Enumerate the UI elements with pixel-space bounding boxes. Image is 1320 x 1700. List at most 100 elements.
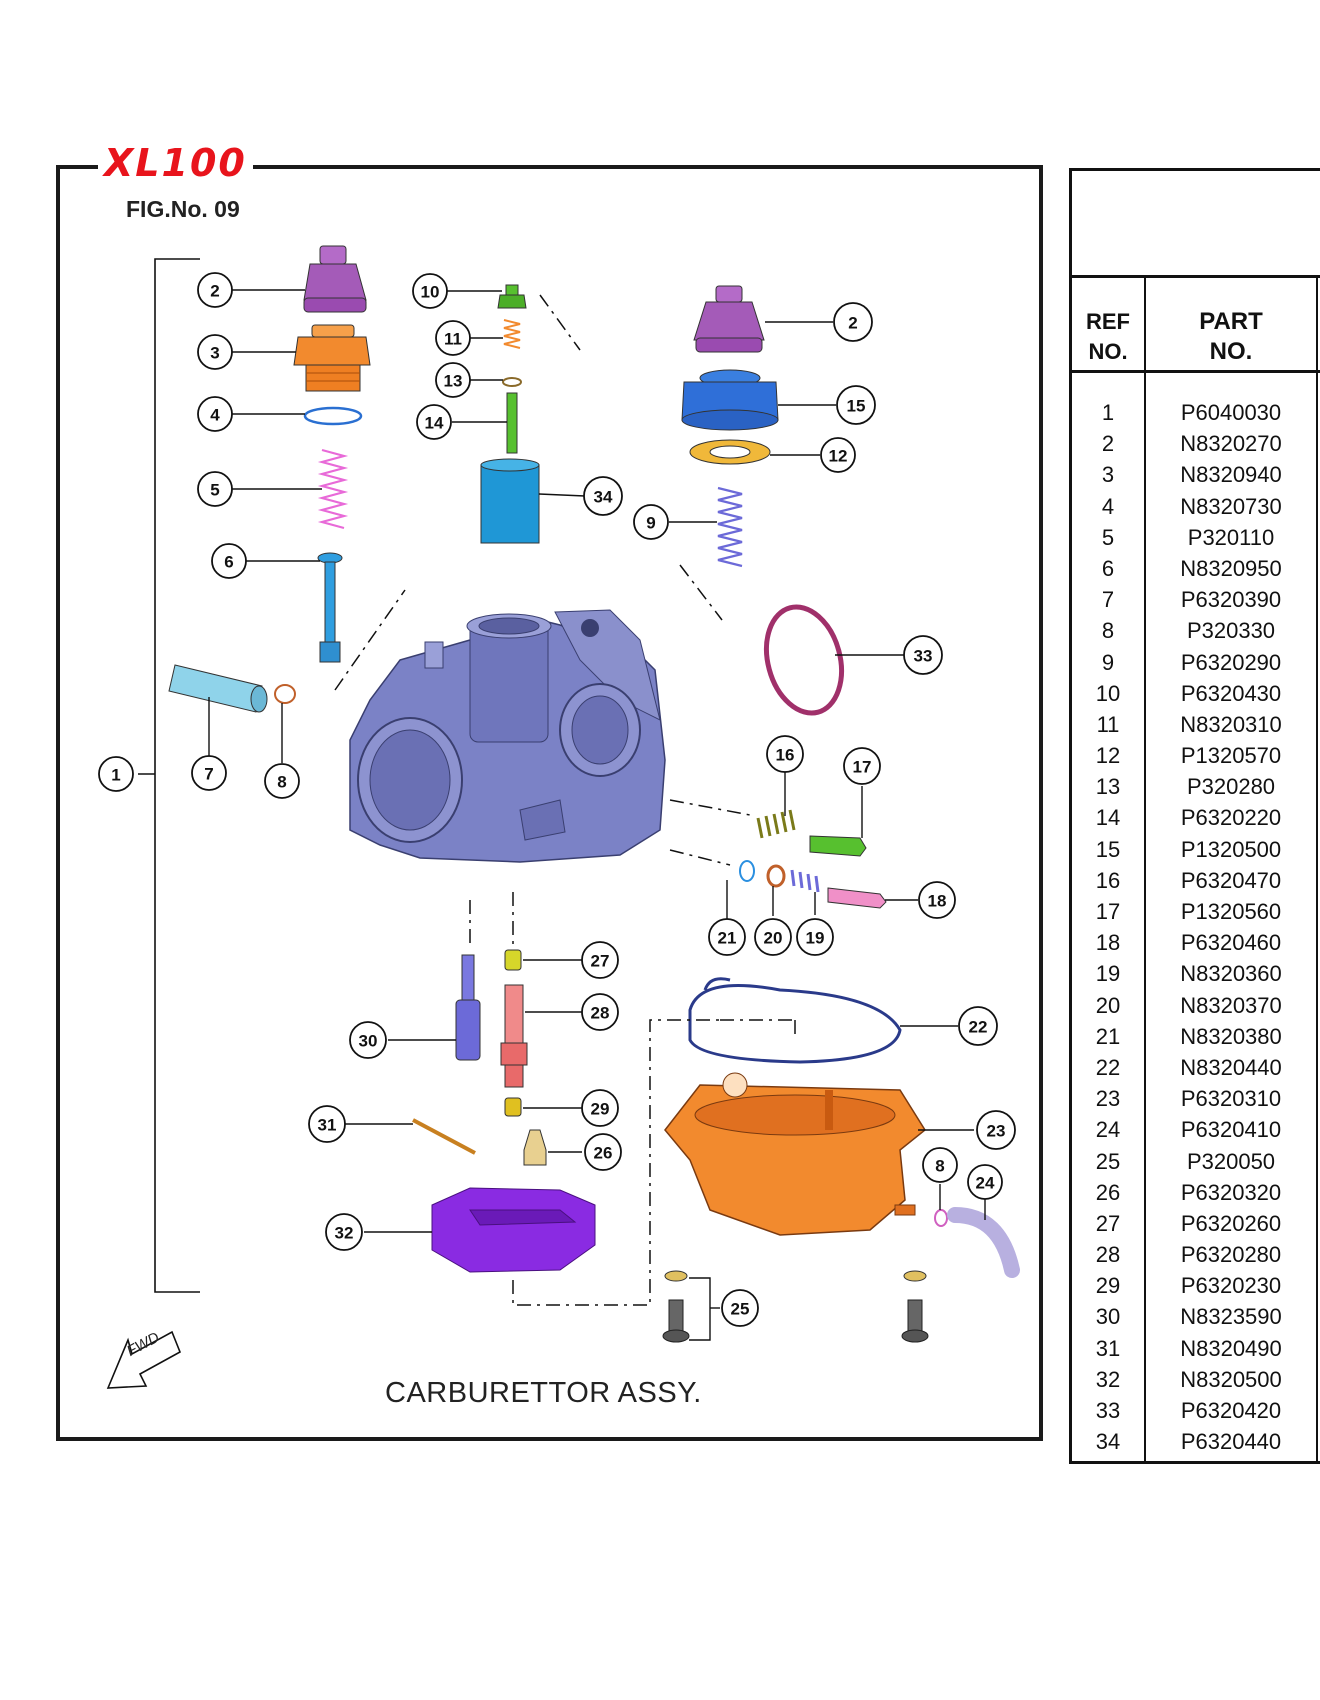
callout-5: [197, 471, 233, 507]
table-row: 12 P1320570: [1072, 740, 1316, 771]
part-washer-yellow: [689, 439, 771, 465]
ref-number: 18: [1095, 930, 1121, 956]
part-number: P6320320: [1180, 1179, 1282, 1205]
ref-number: 17: [1095, 899, 1121, 924]
ref-number: 15: [1095, 836, 1121, 862]
header-ref-no: REF NO.: [1086, 309, 1130, 364]
part-carburettor-body: [349, 609, 666, 863]
part-number: P6040030: [1180, 400, 1282, 425]
parts-table-header: [1072, 275, 1320, 373]
part-pilot-screw-green: [809, 835, 867, 857]
callout-label: 16: [776, 746, 795, 765]
callout-22: [958, 1006, 998, 1046]
callout-13: [435, 362, 471, 398]
callout-8b: [922, 1147, 958, 1183]
callout-label: 21: [718, 929, 737, 948]
callout-23: [976, 1110, 1016, 1150]
part-number: N8320310: [1180, 711, 1282, 737]
part-number: P1320570: [1180, 743, 1282, 769]
part-clip-13: [502, 377, 522, 387]
part-number: N8320440: [1180, 1054, 1282, 1080]
callout-21: [708, 918, 746, 956]
ref-number: 31: [1095, 1335, 1121, 1361]
ref-number: 12: [1095, 743, 1121, 769]
callout-label: 26: [594, 1144, 613, 1163]
part-number: N8320380: [1180, 1023, 1282, 1049]
callout-19: [796, 918, 834, 956]
table-row: 26 P6320320: [1072, 1177, 1316, 1208]
ref-number: 26: [1095, 1179, 1121, 1205]
part-throttle-valve-blue: [480, 458, 540, 544]
callout-27: [581, 941, 619, 979]
part-screws: [662, 1270, 929, 1343]
callout-10: [412, 273, 448, 309]
callouts: [98, 272, 1016, 1327]
callout-label: 17: [853, 758, 872, 777]
part-number: N8323590: [1180, 1304, 1282, 1330]
ref-number: 34: [1095, 1429, 1121, 1455]
callout-31: [308, 1105, 346, 1143]
callout-label: 2: [848, 314, 857, 333]
callout-label: 33: [914, 647, 933, 666]
callout-15: [836, 385, 876, 425]
part-number: P1320500: [1180, 836, 1282, 862]
callout-label: 8: [935, 1157, 944, 1176]
ref-number: 30: [1095, 1304, 1121, 1330]
callout-32: [325, 1213, 363, 1251]
part-number: N8320360: [1180, 961, 1282, 987]
part-number: P1320560: [1180, 899, 1282, 924]
callout-label: 27: [591, 952, 610, 971]
callout-label: 7: [204, 765, 213, 784]
callout-label: 32: [335, 1224, 354, 1243]
ref-number: 3: [1101, 462, 1115, 488]
callout-34: [583, 476, 623, 516]
callout-7: [191, 755, 227, 791]
table-row: 34 P6320440: [1072, 1426, 1316, 1457]
ref-number: 19: [1095, 961, 1121, 987]
callout-label: 15: [847, 397, 866, 416]
callout-label: 23: [987, 1122, 1006, 1141]
ref-number: 24: [1095, 1117, 1121, 1143]
callout-label: 12: [829, 447, 848, 466]
ref-number: 1: [1101, 400, 1115, 425]
part-number: P6320310: [1180, 1086, 1282, 1112]
ref-number: 27: [1095, 1210, 1121, 1236]
callout-6: [211, 543, 247, 579]
ref-number: 32: [1095, 1366, 1121, 1392]
part-clip-right: [934, 1209, 948, 1227]
callout-label: 20: [764, 929, 783, 948]
callout-label: 4: [210, 406, 220, 425]
callout-label: 22: [969, 1018, 988, 1037]
assembly-title: CARBURETTOR ASSY.: [385, 1377, 702, 1409]
part-number: P6320420: [1180, 1398, 1282, 1423]
table-row: 30 N8323590: [1072, 1301, 1316, 1332]
part-number: P320050: [1186, 1148, 1276, 1174]
callout-16: [766, 735, 804, 773]
callout-18: [918, 881, 956, 919]
callout-label: 13: [444, 372, 463, 391]
part-drain-hose: [947, 1207, 1020, 1278]
part-top-nut-orange: [293, 324, 371, 392]
callout-label: 29: [591, 1100, 610, 1119]
part-spring-pink: [317, 448, 349, 530]
brand-logo: XL100: [98, 143, 253, 183]
callout-8: [264, 763, 300, 799]
callout-11: [435, 320, 471, 356]
callout-1: [98, 756, 134, 792]
part-screw-pink: [827, 887, 887, 909]
part-number: P6320440: [1180, 1429, 1282, 1455]
callout-label: 1: [111, 766, 120, 785]
callout-4: [197, 396, 233, 432]
part-jet-29: [504, 1097, 522, 1117]
callout-label: 11: [444, 330, 462, 349]
part-top-green: [497, 284, 527, 309]
